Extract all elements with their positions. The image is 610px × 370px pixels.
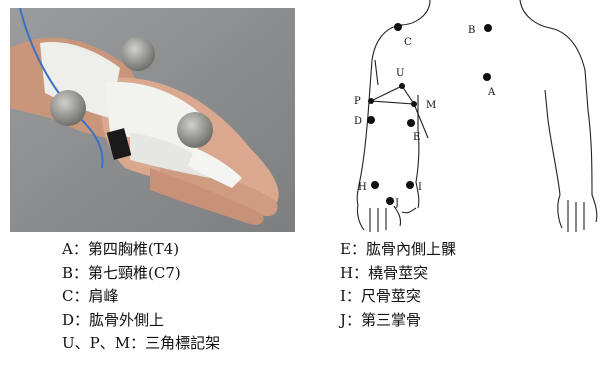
marker-dot-H: [371, 181, 379, 189]
label-D: D: [354, 116, 362, 127]
legend-item-H: H：橈骨莖突: [340, 262, 456, 286]
marker-dot-M: [411, 101, 417, 107]
hand-marker-photo-drawing: [10, 8, 295, 232]
legend-left-column: A：第四胸椎(T4) B：第七頸椎(C7) C：肩峰 D：肱骨外側上 U、P、M…: [62, 238, 220, 356]
legend-right-column: E：肱骨內側上髁 H：橈骨莖突 I：尺骨莖突 J：第三掌骨: [340, 238, 456, 332]
label-C: C: [404, 37, 412, 48]
label-I: I: [418, 182, 422, 193]
marker-dot-D: [367, 116, 375, 124]
legend-item-D: D：肱骨外側上: [62, 309, 220, 333]
marker-dot-B: [484, 24, 492, 32]
label-H: H: [358, 182, 367, 193]
label-U: U: [396, 68, 404, 79]
legend-item-J: J：第三掌骨: [340, 309, 456, 333]
marker-dot-A: [483, 73, 491, 81]
body-outline-svg: C B A U P M D E H I J: [330, 0, 610, 235]
legend-item-A: A：第四胸椎(T4): [62, 238, 220, 262]
body-outline: [357, 0, 597, 232]
marker-dot-I: [406, 181, 414, 189]
marker-dots: [367, 23, 492, 205]
legend-item-B: B：第七頸椎(C7): [62, 262, 220, 286]
legend-item-C: C：肩峰: [62, 285, 220, 309]
legend-item-I: I：尺骨莖突: [340, 285, 456, 309]
label-E: E: [413, 132, 420, 143]
marker-dot-P: [368, 98, 374, 104]
label-B: B: [468, 25, 475, 36]
label-M: M: [426, 100, 436, 111]
label-P: P: [354, 96, 361, 107]
marker-dot-J: [386, 197, 394, 205]
marker-dot-E: [407, 119, 415, 127]
hand-marker-photo: [10, 8, 295, 232]
label-A: A: [487, 87, 496, 98]
legend-item-UPM: U、P、M：三角標記架: [62, 332, 220, 356]
legend-item-E: E：肱骨內側上髁: [340, 238, 456, 262]
marker-dot-U: [399, 83, 405, 89]
marker-placement-diagram: C B A U P M D E H I J: [330, 0, 610, 235]
label-J: J: [394, 198, 399, 209]
marker-dot-C: [394, 23, 402, 31]
